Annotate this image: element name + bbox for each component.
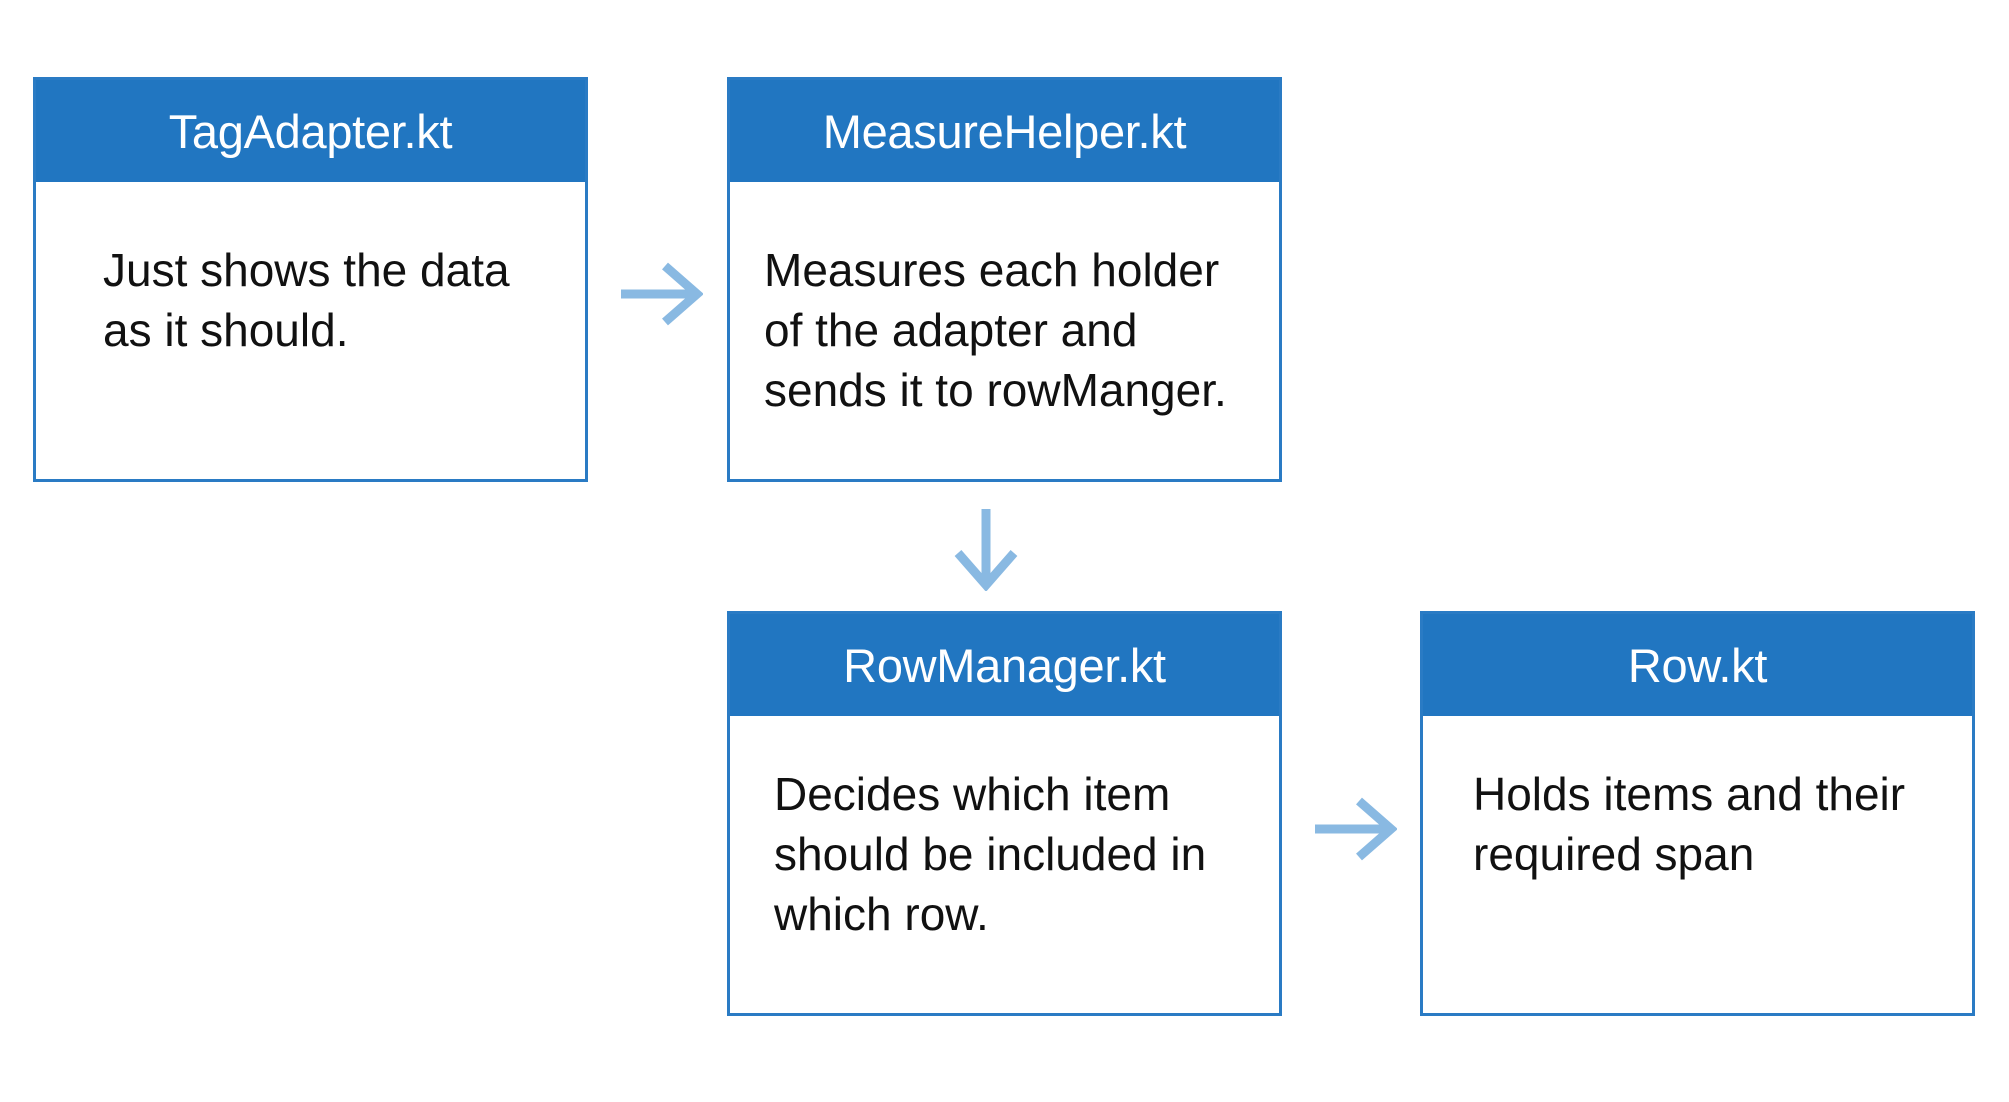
- card-tag-adapter: TagAdapter.kt Just shows the data as it …: [33, 77, 588, 482]
- card-description-tag-adapter: Just shows the data as it should.: [103, 244, 510, 356]
- card-title-measure-helper: MeasureHelper.kt: [730, 80, 1279, 182]
- arrow-right-icon: [617, 262, 703, 326]
- card-measure-helper: MeasureHelper.kt Measures each holder of…: [727, 77, 1282, 482]
- card-title-row: Row.kt: [1423, 614, 1972, 716]
- card-description-measure-helper: Measures each holder of the adapter and …: [764, 244, 1227, 416]
- arrow-right-icon: [1311, 797, 1397, 861]
- card-description-row: Holds items and their required span: [1473, 768, 1906, 880]
- card-title-row-manager: RowManager.kt: [730, 614, 1279, 716]
- card-title-tag-adapter: TagAdapter.kt: [36, 80, 585, 182]
- card-description-row-manager: Decides which item should be included in…: [774, 768, 1207, 940]
- arrow-down-icon: [954, 505, 1018, 591]
- card-row: Row.kt Holds items and their required sp…: [1420, 611, 1975, 1016]
- card-row-manager: RowManager.kt Decides which item should …: [727, 611, 1282, 1016]
